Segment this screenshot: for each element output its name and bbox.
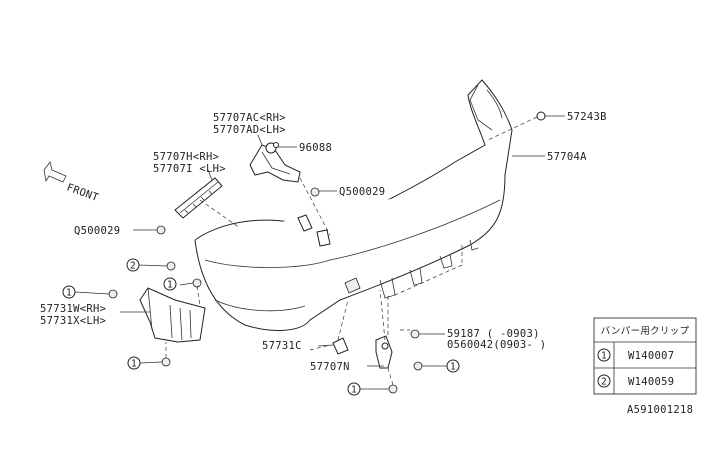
rear-bumper-cover bbox=[194, 79, 513, 331]
callout-1: 1 bbox=[127, 356, 141, 370]
label-Q500029-lower: Q500029 bbox=[74, 225, 120, 237]
label-57707AC: 57707AC<RH> bbox=[213, 112, 286, 124]
svg-text:1: 1 bbox=[66, 288, 72, 299]
label-57707AD: 57707AD<LH> bbox=[213, 124, 286, 136]
clip-icon bbox=[166, 261, 176, 271]
svg-text:1: 1 bbox=[131, 359, 137, 370]
label-59187: 59187 ( -0903) bbox=[447, 328, 540, 340]
label-57243B: 57243B bbox=[567, 111, 607, 123]
label-57704A: 57704A bbox=[547, 151, 587, 163]
screw-icon bbox=[156, 225, 166, 235]
label-96088: 96088 bbox=[299, 142, 332, 154]
clip-table-key: 2 bbox=[601, 377, 607, 388]
clip-icon bbox=[108, 289, 118, 299]
callout-1: 1 bbox=[62, 285, 76, 299]
clip-table: バンパー用クリップ 1 W140007 2 W140059 bbox=[593, 317, 697, 395]
label-0560042: 0560042(0903- ) bbox=[447, 339, 546, 351]
side-bracket-57707H bbox=[174, 177, 223, 219]
upper-bracket-57707AC bbox=[249, 142, 301, 183]
label-Q500029-upper: Q500029 bbox=[339, 186, 385, 198]
leader-lines bbox=[74, 111, 565, 390]
callout-2: 2 bbox=[126, 258, 140, 272]
screw-icon bbox=[310, 187, 320, 197]
svg-text:1: 1 bbox=[450, 362, 456, 373]
front-arrow-icon bbox=[43, 161, 67, 183]
callout-1: 1 bbox=[347, 382, 361, 396]
label-57707H: 57707H<RH> bbox=[153, 151, 219, 163]
clip-table-part: W140007 bbox=[628, 350, 674, 362]
clip-icon bbox=[192, 278, 202, 288]
clip-table-header: バンパー用クリップ bbox=[601, 326, 690, 337]
svg-text:1: 1 bbox=[351, 385, 357, 396]
diagram-id: A591001218 bbox=[627, 404, 693, 416]
clip-table-part: W140059 bbox=[628, 376, 674, 388]
side-spacer-57731W bbox=[139, 287, 206, 343]
fasteners bbox=[108, 142, 423, 394]
label-57707I: 57707I <LH> bbox=[153, 163, 226, 175]
lower-bracket-57707N bbox=[375, 335, 393, 369]
label-57707N: 57707N bbox=[310, 361, 350, 373]
clip-icon bbox=[413, 361, 423, 371]
screw-icon bbox=[410, 329, 420, 339]
label-57731X: 57731X<LH> bbox=[40, 315, 106, 327]
clip-table-key: 1 bbox=[601, 351, 607, 362]
cap-57731C bbox=[332, 337, 349, 355]
svg-text:2: 2 bbox=[130, 261, 136, 272]
clip-icon bbox=[161, 357, 171, 367]
front-label: FRONT bbox=[65, 182, 101, 205]
label-57731W: 57731W<RH> bbox=[40, 303, 106, 315]
clip-icon bbox=[388, 384, 398, 394]
callout-1: 1 bbox=[446, 359, 460, 373]
svg-text:1: 1 bbox=[167, 280, 173, 291]
label-57731C: 57731C bbox=[262, 340, 302, 352]
callout-1: 1 bbox=[163, 277, 177, 291]
